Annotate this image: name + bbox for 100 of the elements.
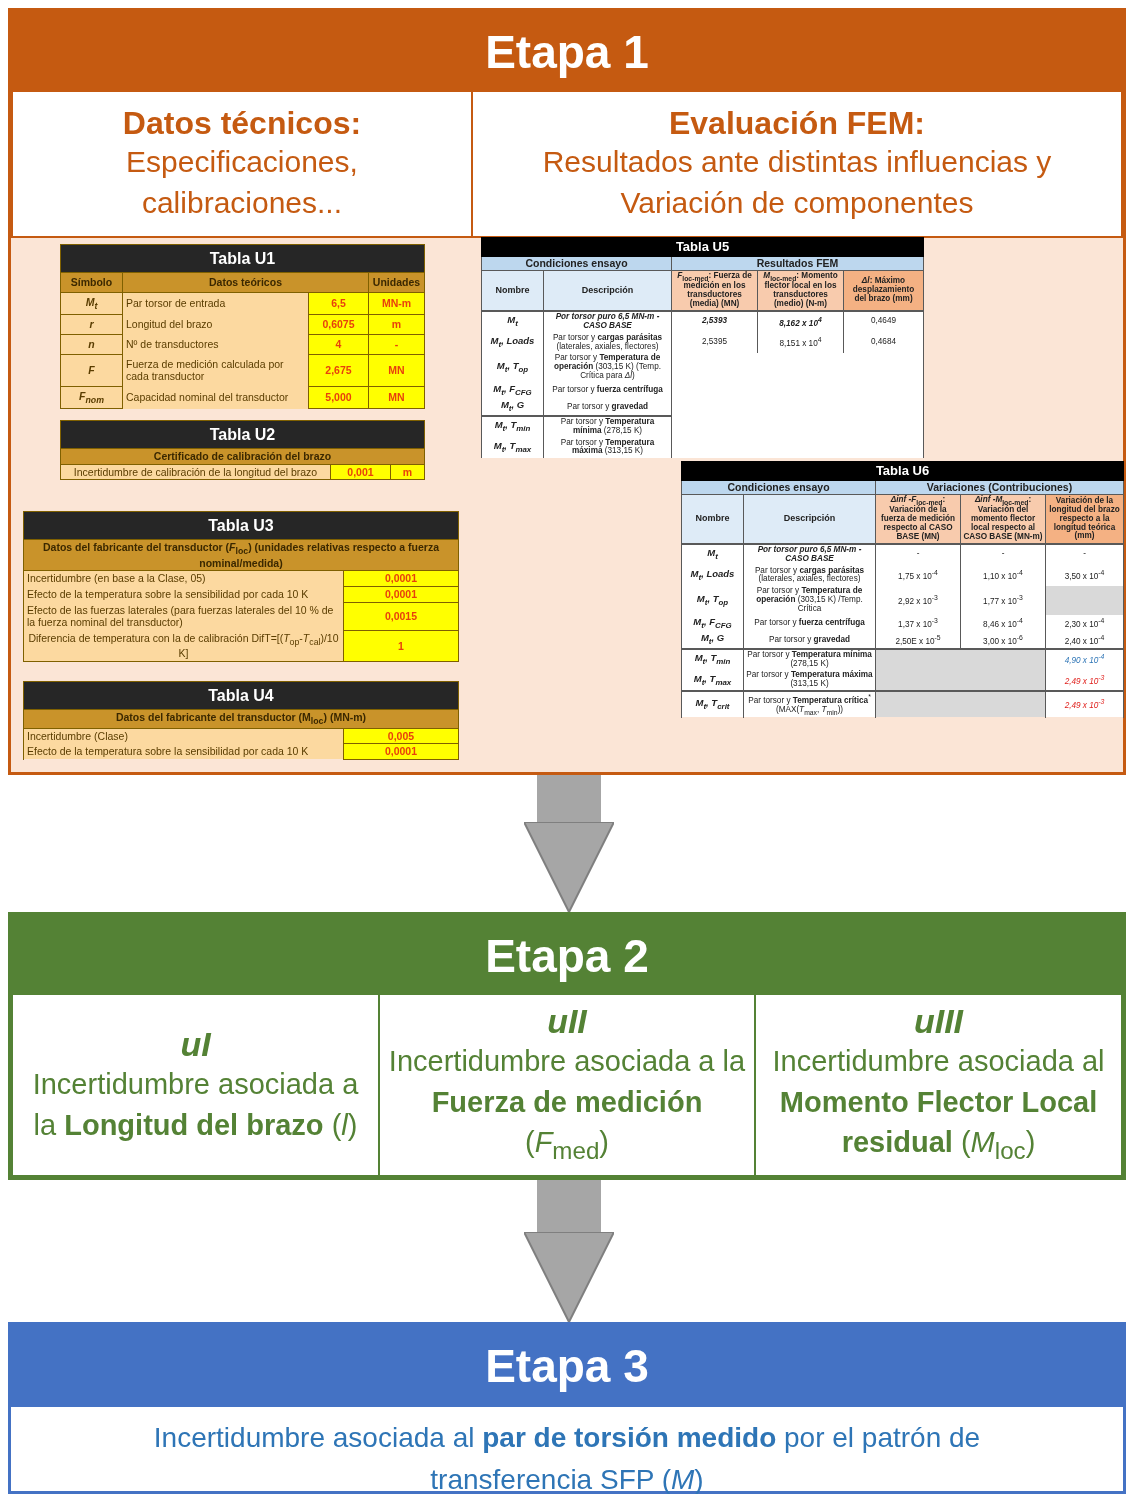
table-cell: M$_{t}$ — [60, 292, 123, 315]
table-cell: M$_{t}$ — [481, 310, 544, 333]
table-cell: M$_{t}$ — [681, 543, 744, 565]
column-header: Δl: Máximo desplazamiento del brazo (mm) — [843, 270, 924, 311]
table-cell: M$_{t}$, T$_{op}$ — [481, 352, 544, 383]
table-cell: 8,151 x 10$^{4}$ — [757, 332, 844, 353]
column-header: Símbolo — [60, 272, 123, 293]
data-table — [23, 511, 458, 662]
table-title: Tabla U2 — [60, 420, 425, 449]
table-cell: M$_{t}$, T$_{max}$ — [681, 669, 744, 692]
data-table — [23, 681, 458, 760]
table-cell: Par torsor de entrada — [122, 292, 309, 315]
table-title: Tabla U5 — [481, 237, 924, 257]
table-cell: 2,675 — [308, 354, 369, 387]
table-cell: Par torsor y cargas parásitas (laterales, axiales, flectores) — [543, 332, 672, 353]
table-cell: 1,75 x 10$^{-4}$ — [875, 565, 961, 586]
uncertainty-panel — [378, 993, 756, 1177]
table-cell: - — [1045, 543, 1124, 565]
section-panel — [11, 90, 473, 238]
uncertainty-panel — [11, 993, 380, 1177]
data-table — [60, 420, 424, 481]
column-header: Nombre — [681, 494, 744, 544]
column-header: Nombre — [481, 270, 544, 311]
table-cell: 1,37 x 10$^{-3}$ — [875, 615, 961, 632]
table-cell: Par torsor y fuerza centrífuga — [743, 615, 876, 632]
table-cell: Capacidad nominal del transductor — [122, 386, 309, 409]
table-cell: Diferencia de temperatura con la de calibración DifT=[(T$_{op}$-T$_{cal}$)/10 K] — [23, 630, 344, 662]
table-cell: M$_{t}$, T$_{op}$ — [681, 585, 744, 616]
table-cell: Por torsor puro 6,5 MN-m - CASO BASE — [543, 310, 672, 333]
data-table — [681, 461, 1123, 718]
table-cell: Par torsor y Temperatura mínima (278,15 K) — [743, 648, 876, 670]
table-cell: Par torsor y Temperatura máxima (313,15 K) — [543, 437, 672, 458]
block-arrow — [523, 1180, 615, 1323]
table-cell: M$_{t}$, T$_{min}$ — [681, 648, 744, 670]
table-cell: n — [60, 334, 123, 355]
table-cell: 2,5395 — [671, 332, 758, 353]
table-cell: Par torsor y Temperatura crítica$^{*}$ (MAX(T$_{max}$, T$_{min}$)) — [743, 691, 876, 718]
table-cell: 1,10 x 10$^{-4}$ — [960, 565, 1046, 586]
column-header: Δinf -M$_{loc-med}$: Variación del momento flector local respecto al CASO BASE (MN-m) — [960, 494, 1046, 544]
section-panel — [471, 90, 1123, 238]
table-cell: 8,162 x 10$^{4}$ — [757, 310, 844, 333]
section-heading: uIII — [913, 1002, 964, 1042]
table-cell: 2,49 x 10$^{-3}$ — [1045, 691, 1124, 718]
table-cell: F$_{nom}$ — [60, 386, 123, 409]
table-cell: Efecto de las fuerzas laterales (para fuerzas laterales del 10 % de la fuerza nominal del transductor) — [23, 602, 344, 631]
section-heading: uI — [180, 1024, 211, 1064]
table-cell: 2,92 x 10$^{-3}$ — [875, 585, 961, 616]
table-cell: M$_{t}$, Loads — [681, 565, 744, 586]
table-cell: Nº de transductores — [122, 334, 309, 355]
stage-panel — [8, 8, 1126, 775]
table-cell: 0,4649 — [843, 310, 924, 333]
stage-panel — [8, 1322, 1126, 1494]
column-header: F$_{loc-med}$: Fuerza de medición en los transductores (media) (MN) — [671, 270, 758, 311]
column-header: Δinf -F$_{loc-med}$: Variación de la fuerza de medición respecto al CASO BASE (MN) — [875, 494, 961, 544]
table-cell: - — [960, 543, 1046, 565]
table-cell: 0,4684 — [843, 332, 924, 353]
table-cell: Par torsor y cargas parásitas (laterales, axiales, flectores) — [743, 565, 876, 586]
data-table — [481, 237, 923, 459]
table-cell: M$_{t}$, Loads — [481, 332, 544, 353]
table-cell: 0,0015 — [343, 602, 459, 631]
stage-description: Incertidumbre asociada al par de torsión medido por el patrón de transferencia SFP (M) — [152, 1421, 982, 1494]
stage-panel — [8, 912, 1126, 1180]
table-cell: r — [60, 314, 123, 335]
uncertainty-panel — [754, 993, 1123, 1177]
table-cell: - — [875, 543, 961, 565]
section-text: Incertidumbre asociada a la Longitud del brazo (l) — [31, 1066, 360, 1143]
section-heading: uII — [547, 1002, 587, 1042]
column-header: Descripción — [543, 270, 672, 311]
table-cell: Par torsor y Temperatura de operación (303,15 K) (Temp. Crítica para Δl) — [543, 352, 672, 383]
table-cell: MN — [368, 354, 425, 387]
table-cell: 1 — [343, 630, 459, 662]
stage-header: Etapa 1 — [11, 11, 1123, 93]
section-heading: Datos técnicos: — [122, 105, 362, 142]
table-cell: 2,5393 — [671, 310, 758, 333]
stage-header: Etapa 3 — [11, 1325, 1123, 1407]
table-cell: M$_{t}$, F$_{CFG}$ — [481, 382, 544, 399]
table-cell: Por torsor puro 6,5 MN-m - CASO BASE — [743, 543, 876, 565]
column-header: Descripción — [743, 494, 876, 544]
section-text: Incertidumbre asociada a la Fuerza de medición (F$_{med}$) — [388, 1044, 746, 1167]
section-text: Resultados ante distintas influencias y Variación de componentes — [541, 144, 1053, 221]
table-cell: 8,46 x 10$^{-4}$ — [960, 615, 1046, 632]
table-title: Tabla U1 — [60, 244, 425, 273]
table-title: Tabla U3 — [23, 511, 459, 540]
table-cell: Par torsor y Temperatura de operación (303,15 K) /Temp. Crítica — [743, 585, 876, 616]
section-text: Especificaciones, calibraciones... — [125, 144, 359, 221]
column-header: M$_{loc-med}$: Momento flector local en los transductores (medio) (N-m) — [757, 270, 844, 311]
table-cell: Efecto de la temperatura sobre la sensibilidad por cada 10 K — [23, 586, 344, 603]
table-cell: Fuerza de medición calculada por cada transductor — [122, 354, 309, 387]
data-table — [60, 244, 424, 410]
table-cell: 4,90 x 10$^{-4}$ — [1045, 648, 1124, 670]
table-cell: 1,77 x 10$^{-3}$ — [960, 585, 1046, 616]
table-title: Tabla U4 — [23, 681, 459, 710]
column-header: Variación de la longitud del brazo respecto a la longitud teórica (mm) — [1045, 494, 1124, 544]
section-text: Incertidumbre asociada al Momento Flector Local residual (M$_{loc}$) — [771, 1044, 1106, 1167]
table-cell: M$_{t}$, T$_{max}$ — [481, 437, 544, 458]
table-cell: Par torsor y fuerza centrífuga — [543, 382, 672, 399]
table-title: Tabla U6 — [681, 461, 1124, 481]
table-cell: M$_{t}$, F$_{CFG}$ — [681, 615, 744, 632]
table-cell: 3,50 x 10$^{-4}$ — [1045, 565, 1124, 586]
block-arrow — [523, 775, 615, 913]
